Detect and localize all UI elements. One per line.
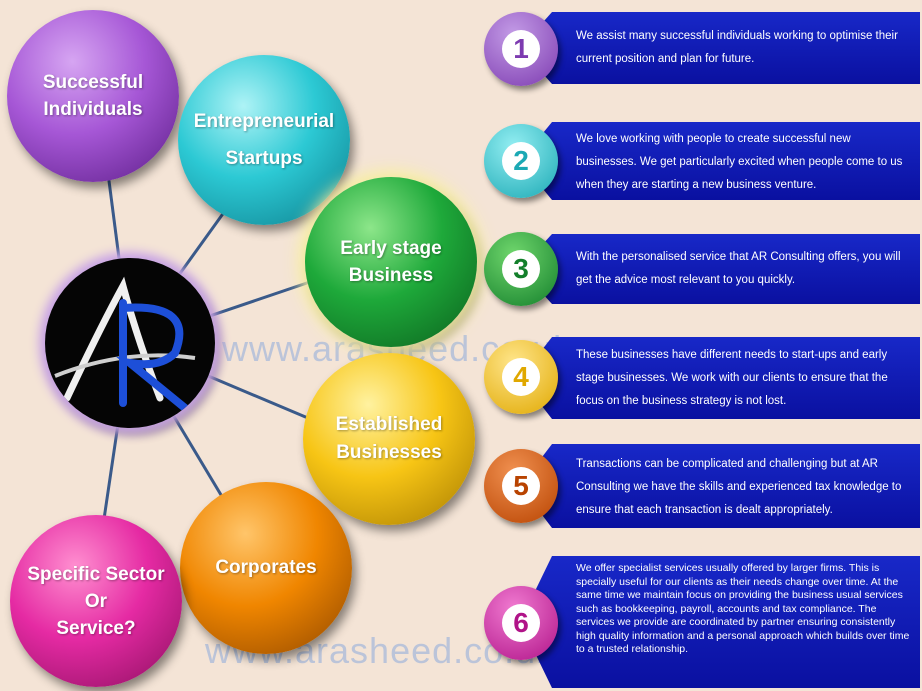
number-4: 4 — [502, 358, 540, 396]
number-1: 1 — [502, 30, 540, 68]
bubble-corporates: Corporates — [180, 482, 352, 654]
number-2: 2 — [502, 142, 540, 180]
banner-5: Transactions can be complicated and chal… — [520, 444, 920, 528]
bubble-entrepreneurial-startups: Entrepreneurial Startups — [178, 55, 350, 225]
banner-4: These businesses have different needs to… — [520, 337, 920, 419]
bubble-successful-individuals: Successful Individuals — [7, 10, 179, 182]
banner-3: With the personalised service that AR Co… — [520, 234, 920, 304]
number-1-badge: 1 — [484, 12, 558, 86]
ar-logo — [45, 258, 215, 428]
number-3: 3 — [502, 250, 540, 288]
number-5-badge: 5 — [484, 449, 558, 523]
number-5: 5 — [502, 467, 540, 505]
banner-1: We assist many successful individuals wo… — [520, 12, 920, 84]
banner-4-text: These businesses have different needs to… — [576, 349, 888, 407]
number-2-badge: 2 — [484, 124, 558, 198]
bubble-specific-sector: Specific Sector Or Service? — [10, 515, 182, 687]
number-3-badge: 3 — [484, 232, 558, 306]
bubble-established-businesses: Established Businesses — [303, 353, 475, 525]
bubble-early-stage-business: Early stage Business — [305, 177, 477, 347]
banner-6: We offer specialist services usually off… — [520, 556, 920, 688]
banner-2-text: We love working with people to create su… — [576, 133, 903, 191]
number-6-badge: 6 — [484, 586, 558, 660]
banner-1-text: We assist many successful individuals wo… — [576, 30, 898, 65]
banner-6-text: We offer specialist services usually off… — [576, 562, 910, 655]
number-6: 6 — [502, 604, 540, 642]
banner-3-text: With the personalised service that AR Co… — [576, 251, 901, 286]
number-4-badge: 4 — [484, 340, 558, 414]
banner-2: We love working with people to create su… — [520, 122, 920, 200]
banner-5-text: Transactions can be complicated and chal… — [576, 458, 902, 516]
